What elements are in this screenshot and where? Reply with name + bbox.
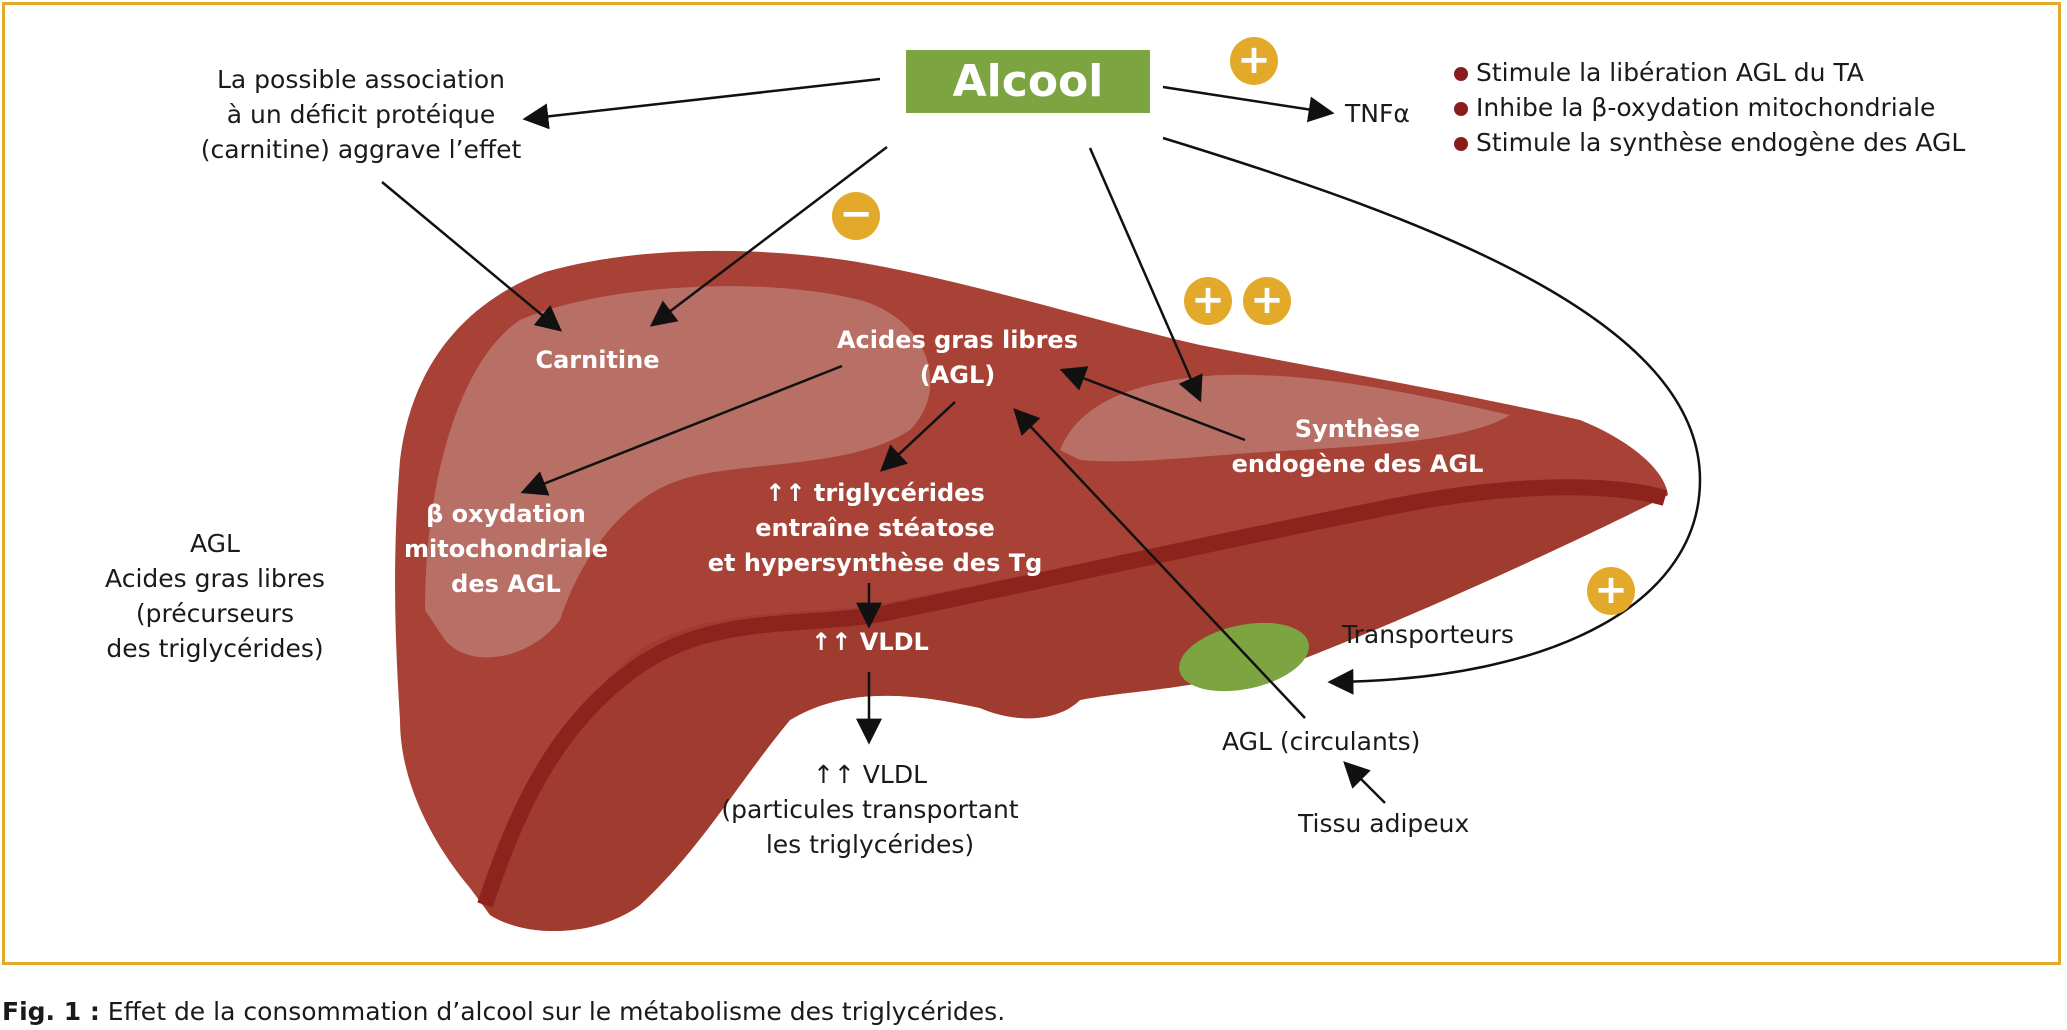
plus-badge-synthese-1: + [1184, 277, 1232, 325]
arrow-alcool-to-carnitine [649, 146, 888, 327]
liver-lower-band [480, 480, 1668, 932]
plus-badge-tnf: + [1230, 37, 1278, 85]
vldl-liver-label: ↑↑ VLDL [811, 628, 929, 656]
vldl-out-label: ↑↑ VLDL (particules transportant les tri… [721, 760, 1019, 859]
plus-badge-synthese-2: + [1243, 277, 1291, 325]
agl-legend: AGL Acides gras libres (précurseurs des … [105, 529, 325, 663]
arrow-alcool-to-tnf [1162, 85, 1335, 123]
caption-text: Effet de la consommation d’alcool sur le… [99, 997, 1006, 1026]
tissu-adipeux-label: Tissu adipeux [1298, 809, 1470, 838]
liver-dark-groove [477, 479, 1668, 908]
agl-liver-label: Acides gras libres (AGL) [836, 326, 1078, 389]
arrow-adipeux-to-circulants [1343, 761, 1386, 804]
minus-badge-carnitine: − [832, 192, 880, 240]
synthese-label: Synthèse endogène des AGL [1231, 415, 1484, 478]
arrow-agl-to-triglycerides [880, 401, 956, 472]
triglycerides-label: ↑↑ triglycérides entraîne stéatose et hy… [707, 479, 1043, 577]
figure-caption: Fig. 1 : Effet de la consommation d’alco… [2, 997, 1005, 1027]
beta-oxidation-label: β oxydation mitochondriale des AGL [403, 500, 609, 598]
effect-item: Stimule la synthèse endogène des AGL [1452, 125, 1965, 160]
arrow-circulants-to-agl [1013, 408, 1306, 719]
effects-list: Stimule la libération AGL du TA Inhibe l… [1452, 55, 1965, 160]
arrow-agl-to-beta [520, 364, 843, 496]
arrow-association-to-carnitine [381, 181, 562, 332]
agl-circulants-label: AGL (circulants) [1222, 727, 1421, 756]
plus-badge-transporteurs: + [1587, 567, 1635, 615]
transporteurs-label: Transporteurs [1342, 620, 1514, 649]
effect-item: Inhibe la β-oxydation mitochondriale [1452, 90, 1965, 125]
alcool-box: Alcool [906, 50, 1150, 113]
arrow-alcool-curve-to-transporteurs [1162, 136, 1702, 695]
liver-highlight-right [1060, 374, 1510, 462]
arrow-alcool-to-synthese [1088, 147, 1203, 403]
liver-highlight-left [425, 286, 931, 658]
arrow-alcool-to-association [522, 77, 881, 130]
caption-label: Fig. 1 : [2, 997, 100, 1026]
transporter-ellipse [1179, 622, 1309, 692]
carnitine-label: Carnitine [535, 346, 660, 374]
diagram-frame [2, 2, 2061, 965]
arrow-synthese-to-agl [1059, 366, 1246, 442]
tnf-label: TNFα [1345, 99, 1410, 128]
association-note: La possible association à un déficit pro… [200, 65, 522, 164]
effect-item: Stimule la libération AGL du TA [1452, 55, 1965, 90]
